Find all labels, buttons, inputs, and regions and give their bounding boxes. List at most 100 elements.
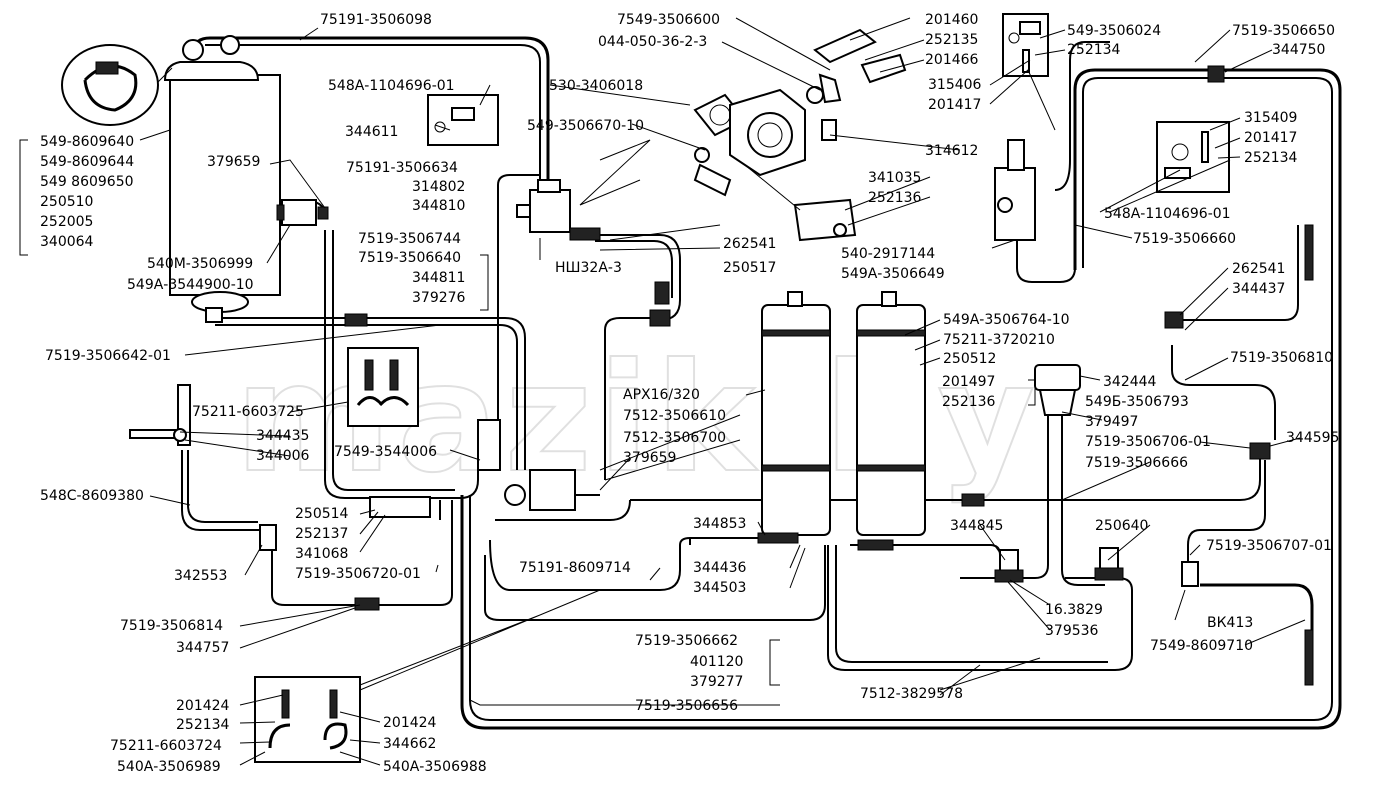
leader	[359, 589, 601, 691]
compressor-exploded	[693, 28, 907, 242]
label-344595: 344595	[1286, 430, 1339, 446]
leader	[991, 224, 1133, 249]
fitting-receiver2	[857, 539, 894, 551]
clamp-box-bolt1	[364, 359, 374, 391]
filter-cap	[276, 204, 285, 221]
unloader-port	[516, 204, 531, 218]
leader	[549, 84, 706, 151]
label-379277: 379277	[690, 674, 743, 690]
valve-540-port	[997, 197, 1013, 213]
leader	[1184, 357, 1229, 381]
fitting-262541	[1164, 311, 1184, 329]
clamp-box-75211-6603725	[347, 347, 419, 427]
clamp-box	[347, 347, 419, 427]
label-379276: 379276	[412, 290, 466, 306]
label-344853: 344853	[693, 516, 746, 532]
detail-box-2-bolt	[1201, 131, 1209, 163]
label-250517: 250517	[723, 260, 776, 276]
label-344435: 344435	[256, 428, 309, 444]
leader	[904, 319, 941, 366]
label-252134-right: 252134	[1244, 150, 1298, 166]
label-379659-left: 379659	[207, 154, 260, 170]
receiver-1	[761, 291, 831, 536]
label-379659-center: 379659	[623, 450, 676, 466]
label-540-2917144: 540-2917144	[841, 246, 935, 262]
valve-540-stem	[1007, 139, 1025, 171]
pipe-7519-3506656	[460, 68, 1342, 730]
bottom-box-bolt1	[281, 689, 290, 719]
part-labels: 75191-3506098 7549-3506600 044-050-36-2-…	[40, 12, 1339, 775]
brake-valve-base	[1038, 389, 1077, 416]
label-252137: 252137	[295, 526, 348, 542]
label-342553: 342553	[174, 568, 227, 584]
fitting-342553	[259, 524, 277, 551]
label-044-050-36-2-3: 044-050-36-2-3	[598, 34, 707, 50]
label-201417-top: 201417	[928, 97, 981, 113]
fitting-344595	[1249, 442, 1271, 460]
receiver-2-cap	[881, 291, 897, 307]
label-7519-3506706-01: 7519-3506706-01	[1085, 434, 1211, 450]
leader-bracket	[480, 254, 489, 311]
fitting-344750	[1207, 65, 1225, 83]
pipe-7519-3506666-left	[495, 499, 631, 521]
label-344437: 344437	[1232, 281, 1285, 297]
label-549-8609640: 549-8609640	[40, 134, 134, 150]
leader	[1179, 267, 1229, 331]
label-7549-8609710: 7549-8609710	[1150, 638, 1253, 654]
air-dryer-unit	[163, 35, 281, 323]
leader	[1199, 437, 1301, 449]
label-548A-1104696-01-right: 548А-1104696-01	[1104, 206, 1231, 222]
label-401120: 401120	[690, 654, 743, 670]
bottom-box-bolt2	[329, 689, 338, 719]
leader-lines	[19, 17, 1306, 766]
label-252135: 252135	[925, 32, 978, 48]
label-250640: 250640	[1095, 518, 1148, 534]
pipe-379497	[1010, 415, 1049, 579]
pipe-7512-3506610	[604, 317, 660, 480]
label-7512-3506610: 7512-3506610	[623, 408, 726, 424]
label-7519-3506814: 7519-3506814	[120, 618, 223, 634]
clamp-callout	[61, 44, 159, 126]
leader	[599, 224, 721, 251]
fitting-elbow	[649, 309, 671, 327]
leader	[989, 29, 1066, 131]
pipe-lower-left-loop	[484, 545, 826, 621]
pipe-7519-3506642-01-b	[215, 324, 518, 470]
label-250514: 250514	[295, 506, 349, 522]
label-344810: 344810	[412, 198, 465, 214]
leader	[939, 657, 1041, 696]
label-75191-3506098: 75191-3506098	[320, 12, 432, 28]
leader	[359, 509, 386, 553]
label-7512-3506700: 7512-3506700	[623, 430, 726, 446]
receiver-2	[856, 291, 926, 536]
label-530-3406018: 530-3406018	[549, 78, 643, 94]
leader	[269, 159, 326, 209]
sensor-left-base	[994, 569, 1024, 583]
label-75191-8609714: 75191-8609714	[519, 560, 631, 576]
leader	[435, 564, 439, 573]
label-549-8609650: 549 8609650	[40, 174, 134, 190]
detail-box-bottom	[254, 676, 361, 763]
dryer-body	[169, 74, 281, 296]
label-252005: 252005	[40, 214, 93, 230]
fitting-nsh32	[654, 281, 670, 305]
pipe-7519-3506660	[1016, 240, 1076, 283]
receiver-2-band-bottom	[856, 464, 926, 472]
leader	[979, 524, 1151, 561]
clamp-box-shape	[356, 396, 410, 407]
brake-valve-body	[1034, 364, 1081, 391]
detail-box-right-top	[1002, 13, 1049, 77]
label-201417-right: 201417	[1244, 130, 1297, 146]
valve-548C-pivot	[173, 428, 187, 442]
bottom-box-clamps	[268, 722, 348, 750]
pipe-7519-3506656-b	[469, 77, 1333, 721]
valve-548C	[129, 384, 191, 446]
fitting-7519-3506666	[961, 493, 985, 507]
valve-540-2917144	[994, 139, 1036, 241]
leader	[1174, 589, 1306, 646]
fitting-344853	[757, 532, 799, 544]
dryer-knob-2	[220, 35, 240, 55]
unloader-fitting	[569, 227, 601, 241]
label-NSh32A-3: НШ32А-3	[555, 260, 622, 276]
label-252134-bottom: 252134	[176, 717, 230, 733]
